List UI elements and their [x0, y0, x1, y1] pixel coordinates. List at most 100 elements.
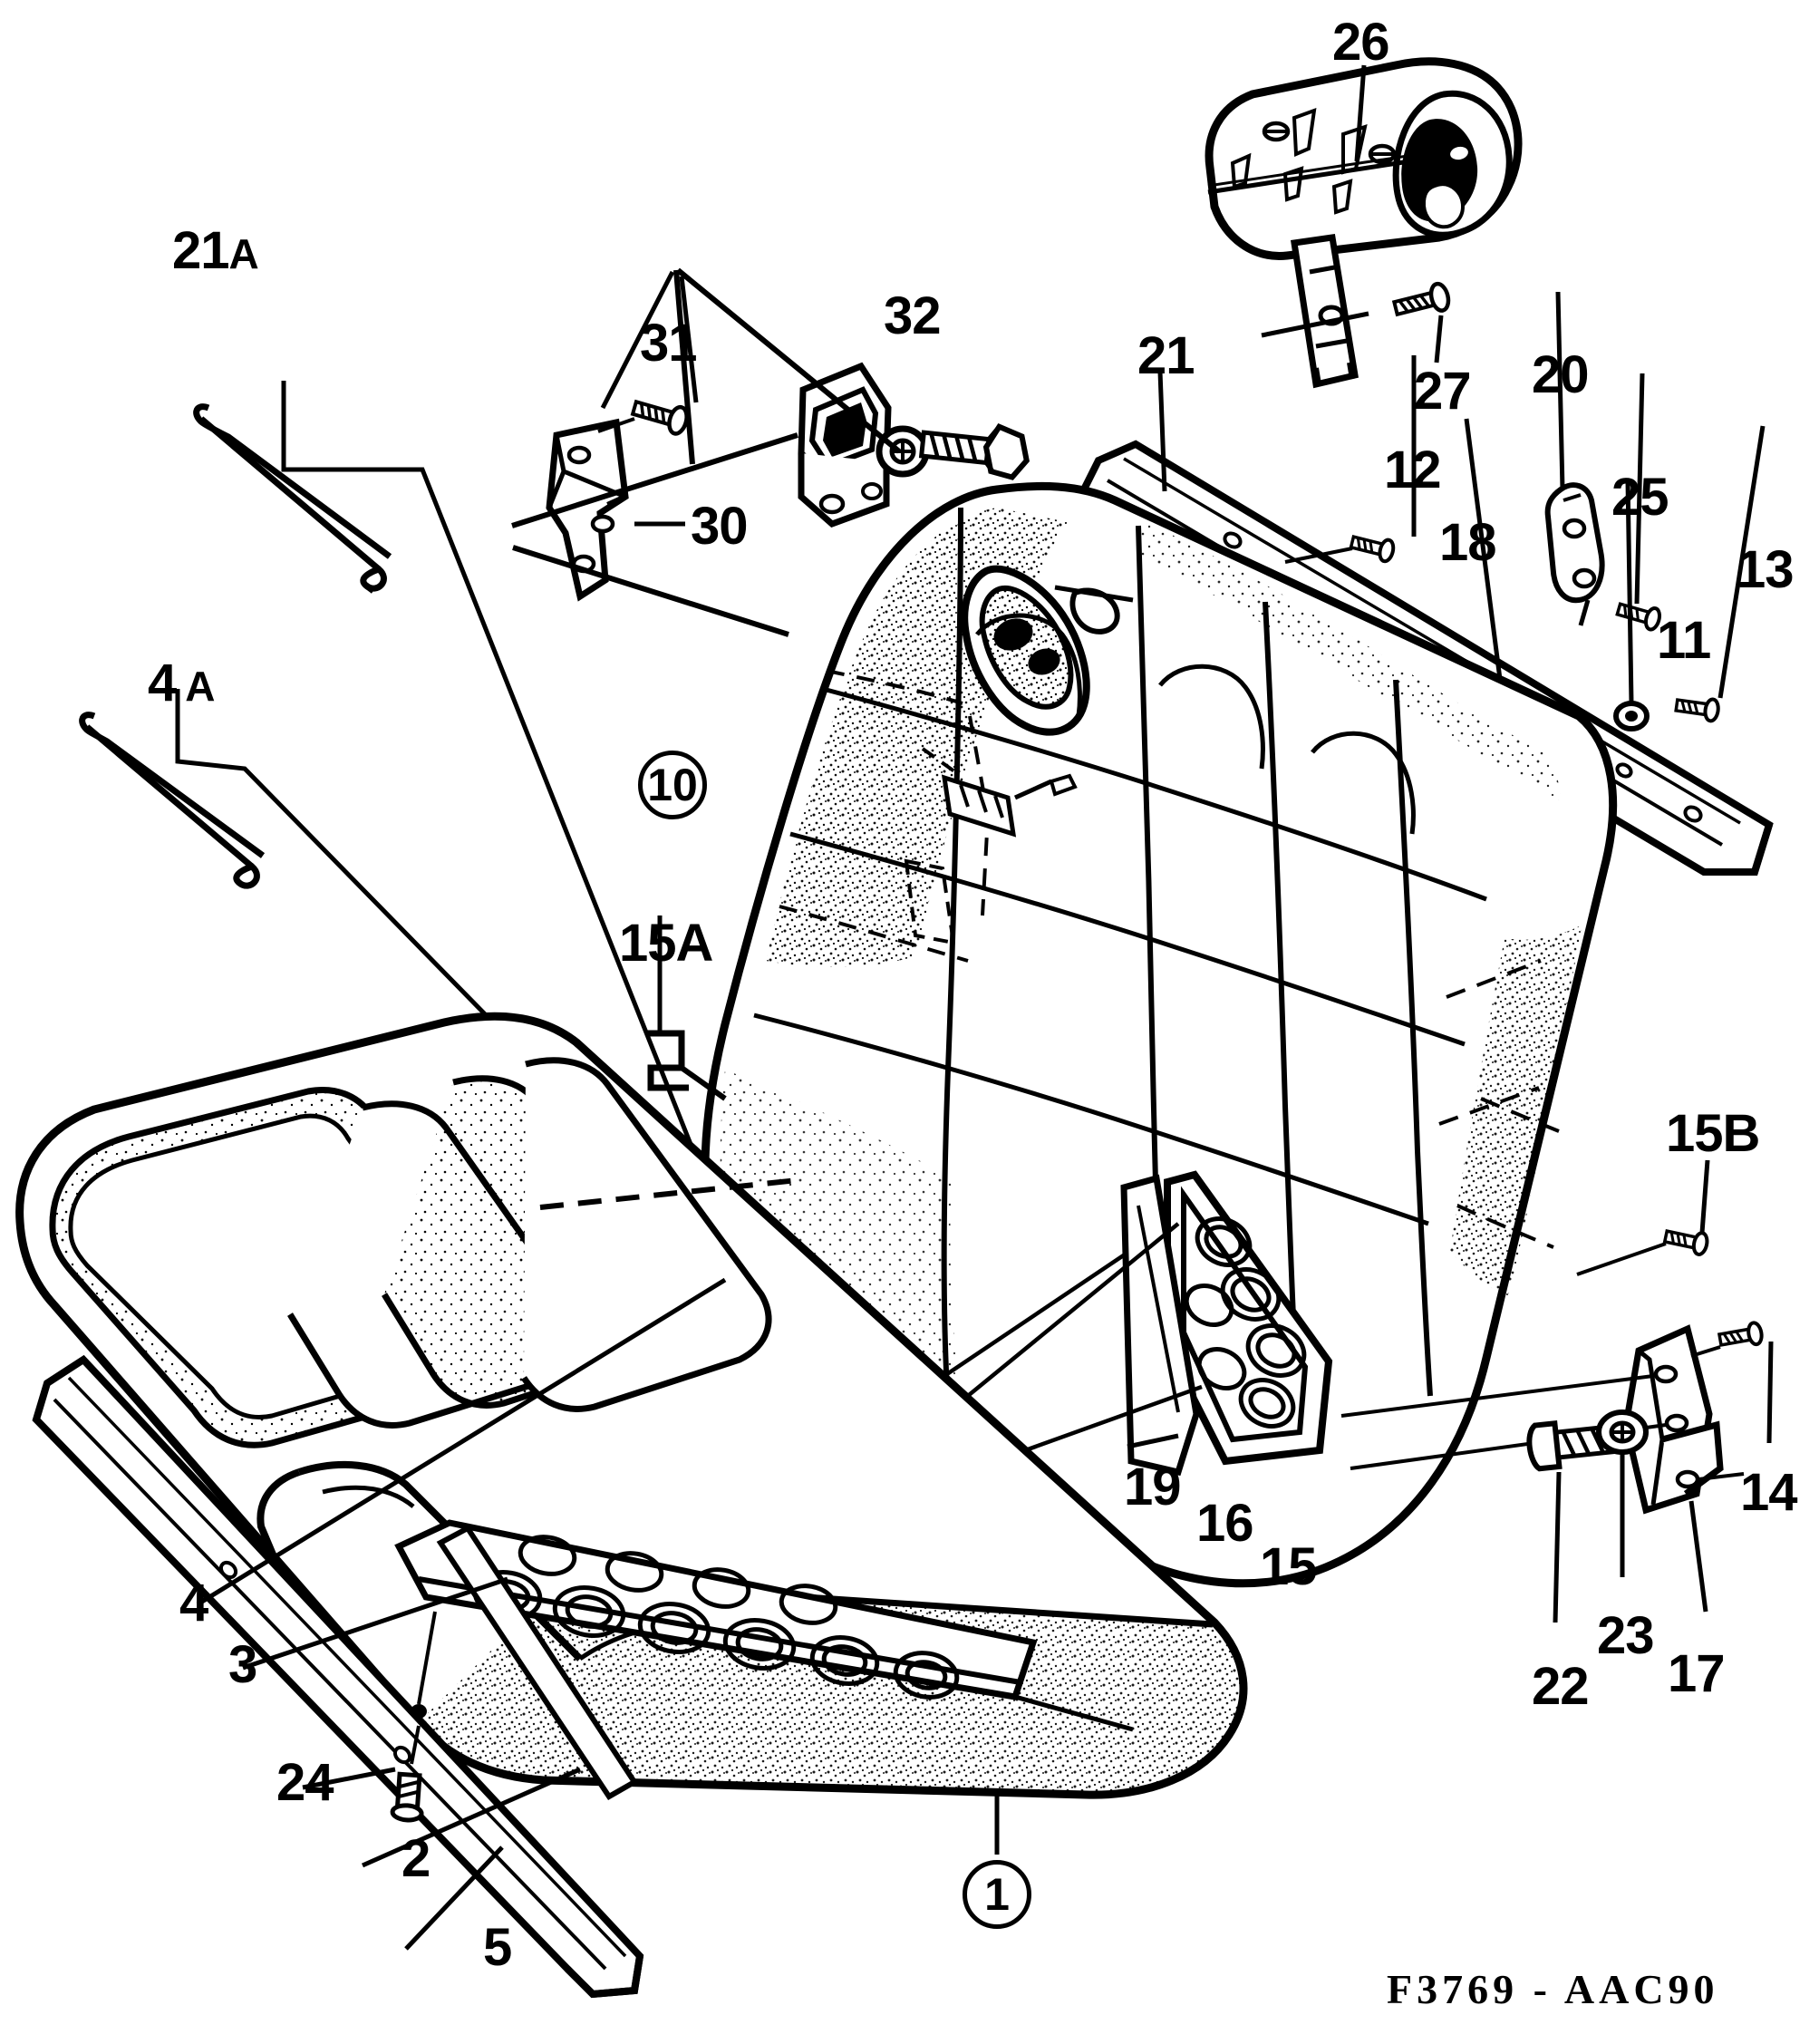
callout-24-number: 24 — [276, 1753, 334, 1812]
retaining-wire-4a-part — [79, 712, 266, 889]
leader-15a2 — [680, 1065, 727, 1101]
head-restraint-part — [1205, 57, 1523, 389]
callout-20-number: 20 — [1532, 345, 1590, 404]
leader-27 — [1434, 315, 1444, 363]
leader-10b — [512, 545, 789, 637]
callout-4a-number: 4 — [148, 654, 177, 712]
callout-30-number: 30 — [691, 497, 749, 556]
latch-link-part — [1544, 482, 1605, 626]
leader-17 — [1688, 1500, 1708, 1613]
leader-4 — [196, 1277, 727, 1607]
callout-27-number: 27 — [1414, 362, 1472, 421]
callout-19: 19 — [1124, 1458, 1182, 1516]
callout-31-number: 31 — [640, 314, 698, 373]
leader-25 — [1634, 373, 1645, 605]
drawing-reference-code: F3769 - AAC90 — [1387, 1966, 1719, 2012]
callout-17: 17 — [1668, 1648, 1726, 1700]
callout-27: 27 — [1414, 362, 1472, 421]
callout-15b-number: 15 — [1666, 1104, 1724, 1163]
callout-2: 2 — [402, 1833, 431, 1885]
callout-15-number: 15 — [1260, 1537, 1318, 1596]
callout-4-number: 4 — [179, 1574, 208, 1632]
callout-18: 18 — [1439, 517, 1497, 569]
callout-15: 15 — [1260, 1541, 1318, 1594]
leader-32c — [676, 267, 901, 454]
callout-4: 4 — [179, 1577, 208, 1630]
callout-31: 31 — [640, 314, 698, 373]
callout-15a-number: 15 — [619, 914, 677, 973]
callout-5-number: 5 — [483, 1918, 512, 1977]
callout-2-number: 2 — [402, 1829, 431, 1888]
callout-21a-suffix: A — [228, 230, 259, 277]
leader-10a — [511, 432, 798, 528]
leader-5 — [404, 1845, 504, 1951]
seat-cushion-part — [15, 1012, 1248, 1799]
callout-10-number: 10 — [647, 760, 698, 810]
callout-22: 22 — [1532, 1661, 1590, 1713]
washer-11-part — [1613, 701, 1650, 731]
callout-15a: 15A — [619, 914, 714, 973]
callout-10-circled: 10 — [638, 751, 707, 819]
callout-15b-suffix: B — [1722, 1104, 1761, 1163]
callout-30: 30 — [691, 497, 749, 556]
callout-3: 3 — [228, 1639, 257, 1691]
callout-26-number: 26 — [1332, 13, 1390, 72]
callout-4a-suffix: A — [185, 663, 215, 710]
callout-3-number: 3 — [228, 1635, 257, 1694]
leader-22 — [1553, 1471, 1562, 1623]
screw-12 — [1284, 529, 1398, 565]
callout-14: 14 — [1740, 1467, 1798, 1519]
backrest-assembly-part — [701, 481, 1618, 1588]
leader-14 — [1766, 1341, 1774, 1444]
screw-24-part — [390, 1611, 437, 1823]
leader-2 — [361, 1767, 582, 1868]
callout-5: 5 — [483, 1922, 512, 1974]
callout-16: 16 — [1196, 1494, 1254, 1553]
callout-11-number: 11 — [1657, 611, 1711, 670]
callout-23-number: 23 — [1597, 1606, 1655, 1665]
leader-32a — [600, 270, 675, 410]
callout-21a: 21A — [172, 225, 259, 277]
leader-21a — [281, 381, 735, 1250]
screw-31 — [597, 395, 690, 436]
callout-25: 25 — [1611, 471, 1669, 524]
leader-11 — [1625, 480, 1634, 704]
clip-15a-part — [645, 1030, 689, 1091]
callout-32-number: 32 — [884, 286, 942, 345]
leader-20 — [1555, 291, 1565, 490]
callout-32: 32 — [884, 290, 942, 343]
leader-26 — [1354, 64, 1367, 162]
callout-23: 23 — [1597, 1610, 1655, 1662]
callout-1-circled: 1 — [963, 1860, 1031, 1929]
cushion-rail-5-part — [32, 1354, 644, 1999]
callout-15a-suffix: A — [675, 914, 714, 973]
callout-18-number: 18 — [1439, 513, 1497, 572]
callout-16-number: 16 — [1196, 1494, 1254, 1553]
callout-22-number: 22 — [1532, 1657, 1590, 1716]
screw-13 — [1673, 693, 1722, 724]
leader-32b — [673, 269, 695, 465]
callout-21-number: 21 — [1137, 326, 1195, 385]
callout-21: 21 — [1137, 330, 1195, 383]
leader-21 — [1157, 371, 1167, 492]
screw-14 — [1690, 1320, 1766, 1358]
callout-24: 24 — [276, 1757, 334, 1809]
callout-13-number: 13 — [1737, 540, 1795, 599]
hinge-bolt-22-part — [1526, 1419, 1617, 1472]
callout-25-number: 25 — [1611, 468, 1669, 527]
callout-12-number: 12 — [1384, 441, 1442, 499]
leader-13 — [1717, 425, 1766, 699]
mounting-bracket-30-part — [546, 418, 629, 602]
callout-11: 11 — [1657, 615, 1711, 667]
callout-19-number: 19 — [1124, 1458, 1182, 1516]
leader-24 — [302, 1767, 396, 1790]
leader-18 — [1464, 418, 1507, 715]
screw-27 — [1261, 282, 1451, 338]
cushion-rail-2-part — [436, 1525, 639, 1800]
callout-1-number: 1 — [984, 1869, 1010, 1920]
callout-13: 13 — [1737, 544, 1795, 596]
callout-17-number: 17 — [1668, 1644, 1726, 1703]
